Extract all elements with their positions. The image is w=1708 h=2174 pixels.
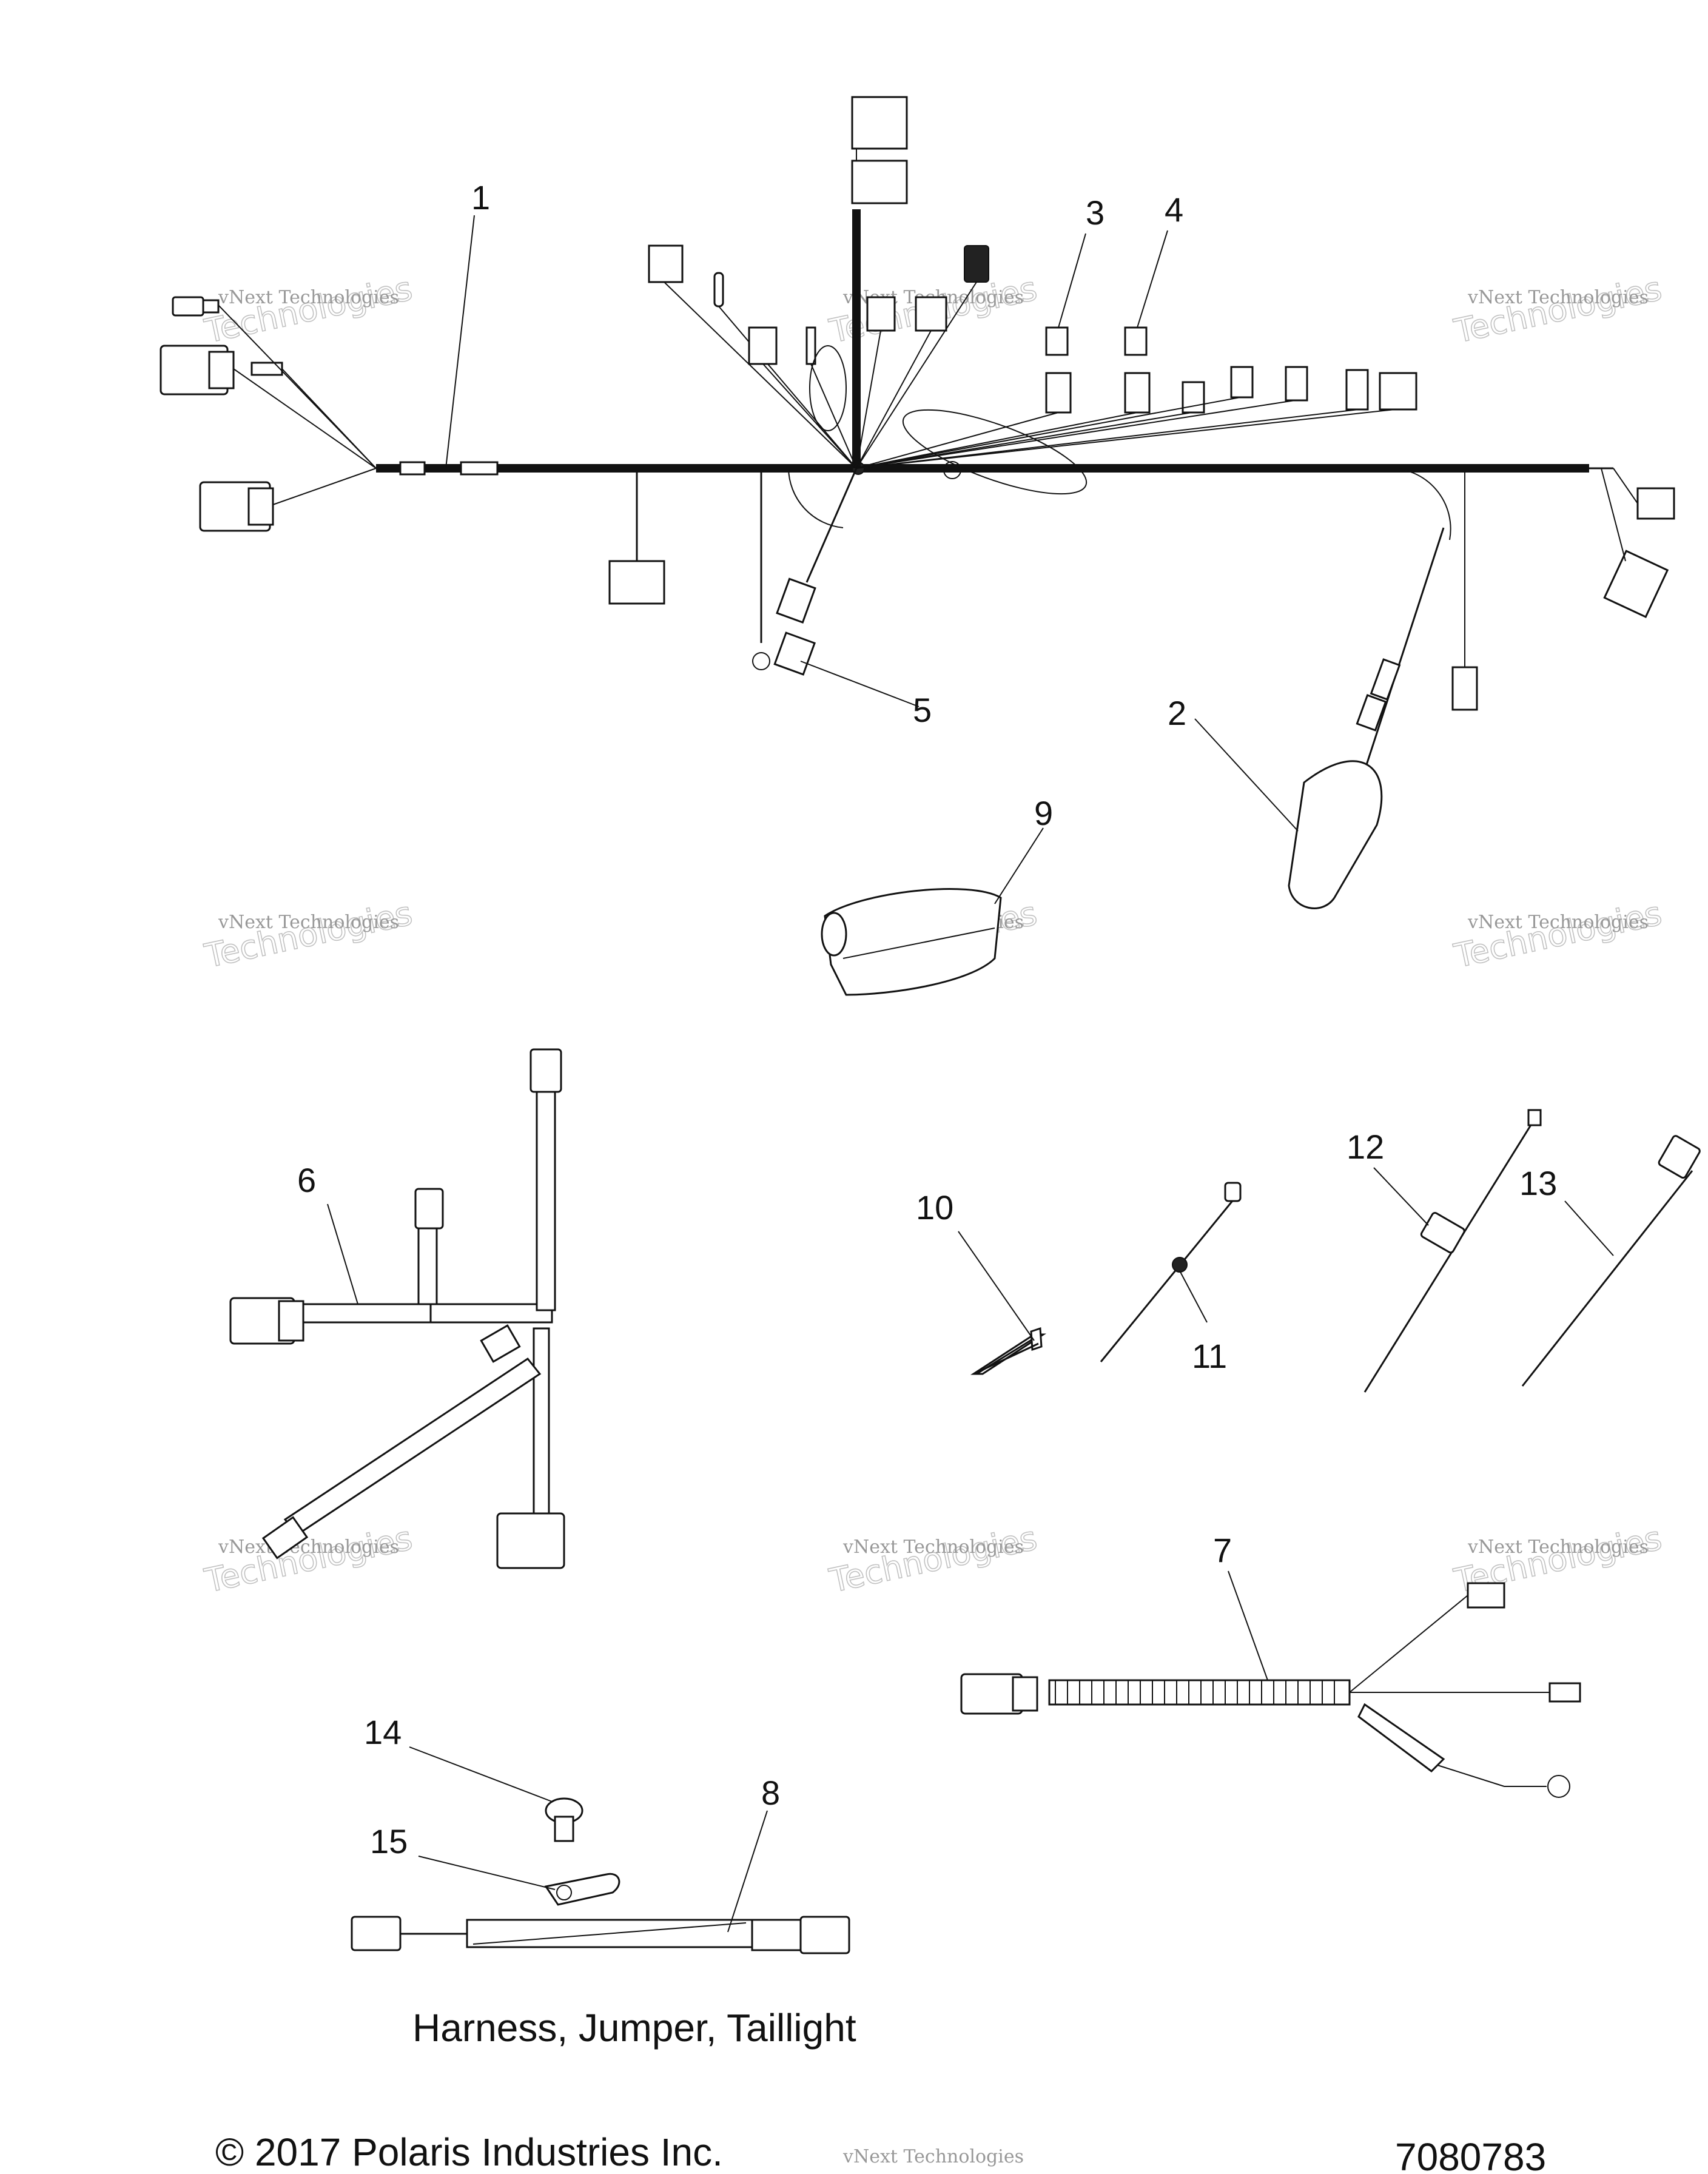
watermark: vNext Technologies Technologies	[201, 1518, 416, 1601]
watermark: vNext Technologies Technologies	[201, 269, 416, 351]
watermark-line2: Technologies	[1451, 269, 1665, 351]
callout-3: 3	[1086, 194, 1104, 232]
cable-ties	[970, 1109, 1701, 1393]
part-number: 7080783	[1395, 2135, 1546, 2174]
callout-1: 1	[471, 178, 490, 217]
item-15-clip	[544, 1873, 620, 1906]
callout-12: 12	[1347, 1128, 1384, 1166]
callout-7: 7	[1213, 1531, 1232, 1569]
watermark: vNext Technologies Technologies	[1450, 269, 1666, 351]
diagram-title: Harness, Jumper, Taillight	[412, 2006, 856, 2050]
item-8-harness	[351, 1916, 850, 1954]
callout-13: 13	[1519, 1164, 1557, 1202]
watermark-line1: vNext Technologies	[218, 912, 399, 933]
callout-8: 8	[761, 1774, 780, 1812]
callouts: 1 2 3 4 5 6 7 8 9 10 11 12 13 14 15	[297, 178, 1557, 1860]
watermark-line1: vNext Technologies	[218, 287, 399, 308]
watermark-line1: vNext Technologies	[842, 2146, 1024, 2167]
leader-lines	[327, 215, 1614, 1933]
callout-6: 6	[297, 1161, 316, 1199]
callout-11: 11	[1192, 1337, 1227, 1375]
main-harness	[160, 96, 1675, 909]
watermark-line1: vNext Technologies	[1467, 912, 1649, 933]
watermark-line2: Technologies	[201, 894, 415, 975]
callout-15: 15	[370, 1822, 408, 1860]
callout-9: 9	[1034, 794, 1053, 832]
callout-2: 2	[1168, 694, 1186, 732]
watermark-line1: vNext Technologies	[1467, 287, 1649, 308]
watermark: vNext Technologies	[842, 2146, 1024, 2167]
callout-4: 4	[1165, 190, 1183, 229]
watermark-line2: Technologies	[826, 1519, 1040, 1600]
item-6-harness	[229, 1048, 565, 1569]
watermark-line1: vNext Technologies	[218, 1536, 399, 1558]
item-9-sleeve	[821, 888, 1002, 996]
copyright: © 2017 Polaris Industries Inc.	[215, 2130, 723, 2174]
watermark: vNext Technologies Technologies	[1450, 893, 1666, 976]
watermark-line2: Technologies	[1451, 894, 1665, 975]
watermark-line1: vNext Technologies	[1467, 1536, 1649, 1558]
watermark-line1: vNext Technologies	[842, 1536, 1024, 1558]
item-14-screw	[545, 1797, 583, 1842]
watermark: vNext Technologies Technologies	[825, 1518, 1041, 1601]
callout-10: 10	[916, 1188, 953, 1227]
watermark-line2: Technologies	[201, 269, 415, 351]
item-7-harness	[960, 1582, 1581, 1798]
callout-14: 14	[364, 1713, 402, 1751]
callout-5: 5	[913, 691, 932, 729]
watermark: vNext Technologies Technologies	[201, 893, 416, 976]
watermark-line2: Technologies	[201, 1519, 415, 1600]
